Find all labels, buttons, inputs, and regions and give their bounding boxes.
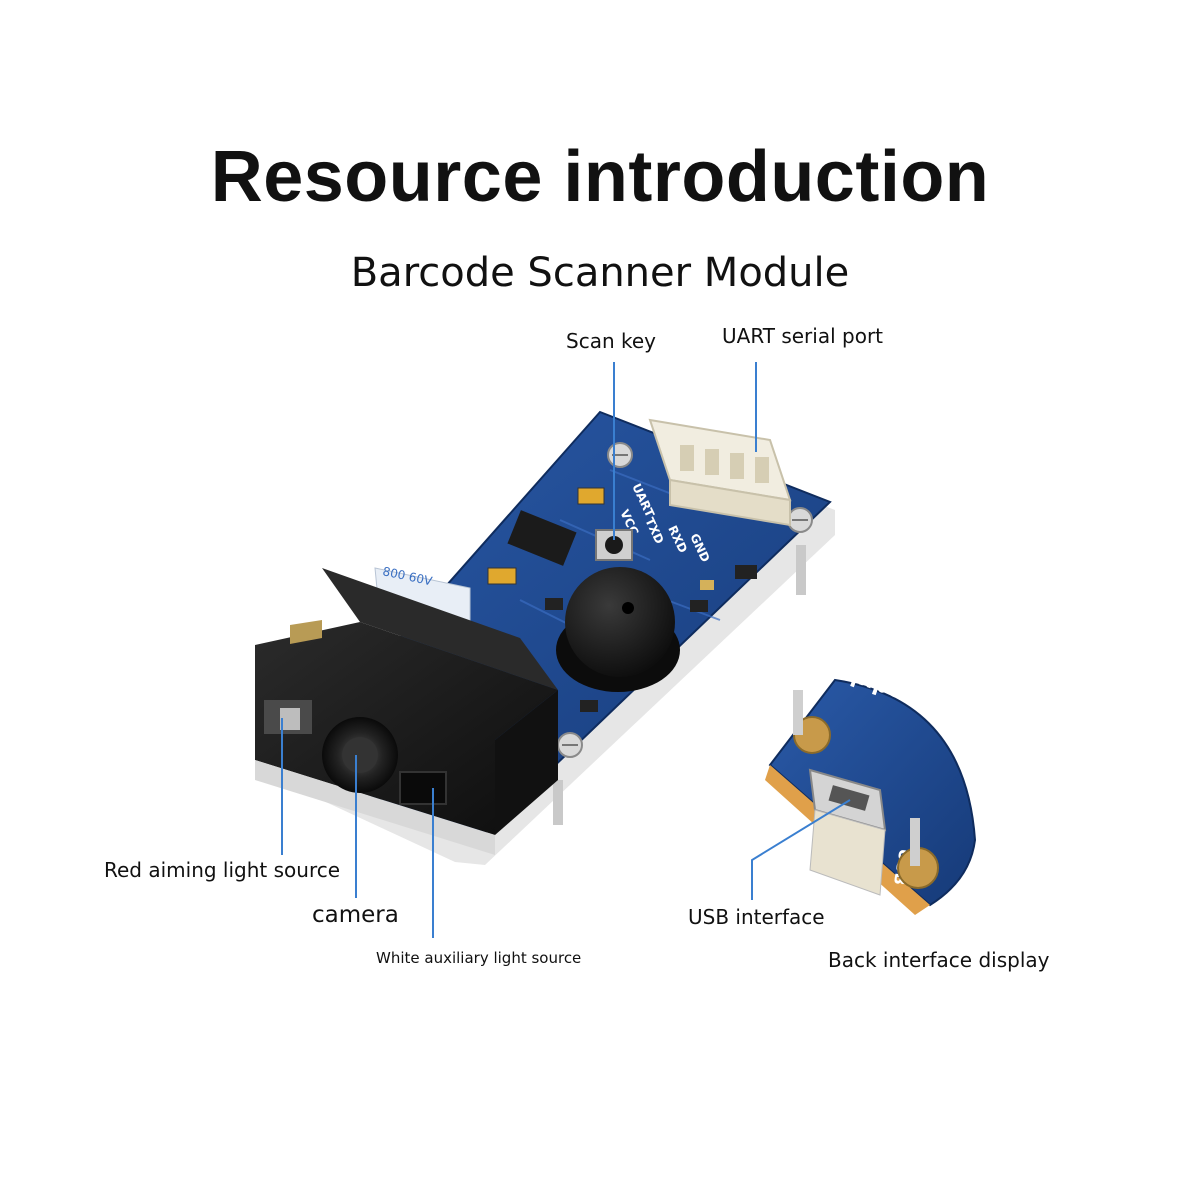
label-scan-key: Scan key <box>566 329 656 353</box>
label-white-auxiliary-light: White auxiliary light source <box>376 949 582 967</box>
standoff-post <box>796 545 806 595</box>
label-red-aiming-light: Red aiming light source <box>104 858 341 882</box>
mount-screw <box>557 732 583 758</box>
label-usb-interface: USB interface <box>688 905 825 929</box>
scan-engine <box>255 568 558 855</box>
leader-line-usb <box>751 799 851 900</box>
page-title: Resource introduction <box>210 137 990 217</box>
mount-screw <box>607 442 633 468</box>
smd-components <box>487 487 757 712</box>
label-back-interface-display: Back interface display <box>828 948 1050 972</box>
label-camera: camera <box>312 902 399 928</box>
aiming-led <box>280 708 300 730</box>
mount-screw <box>787 507 813 533</box>
label-uart-serial-port: UART serial port <box>722 324 884 348</box>
standoff-post <box>553 780 563 825</box>
back-interface-inset: odule USB <box>765 659 977 915</box>
page-subtitle: Barcode Scanner Module <box>350 250 850 296</box>
buzzer <box>556 567 680 692</box>
white-light-window <box>399 771 447 805</box>
